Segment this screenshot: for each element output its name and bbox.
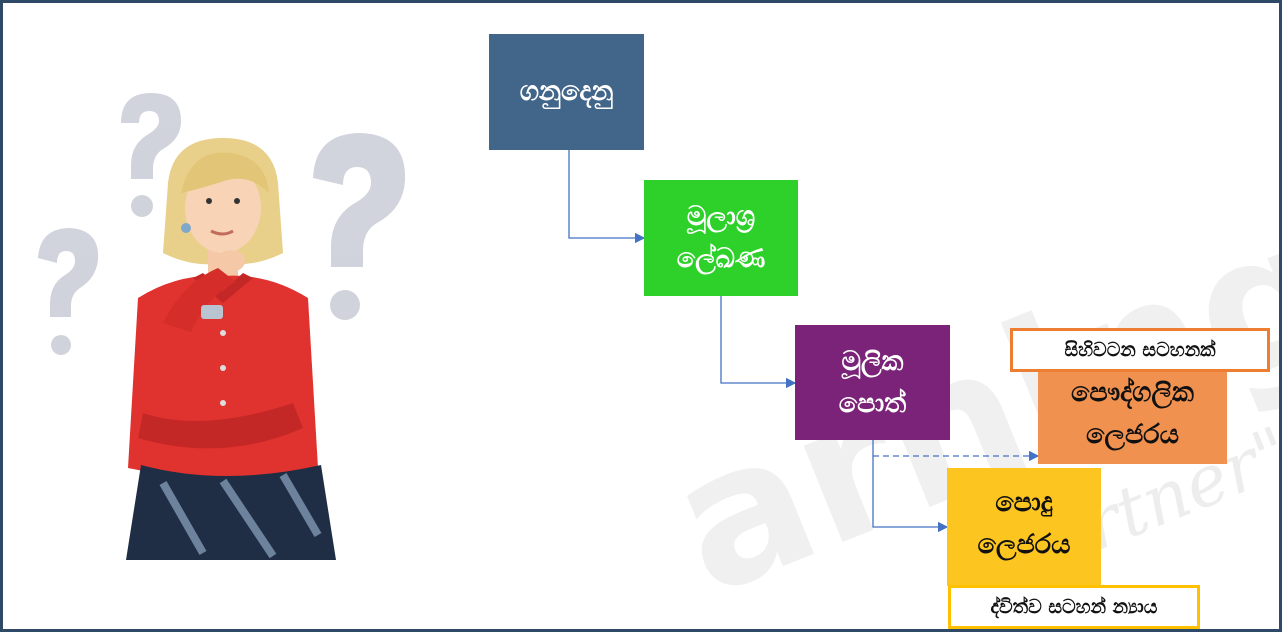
connector-documents-to-source (568, 150, 646, 244)
box-source-documents-line2: ලේඛණ (676, 243, 766, 274)
flow-connectors (568, 150, 1040, 533)
box-transactions: ගනුදෙනු (489, 34, 644, 150)
box-prime-books-line1: මූලික (841, 345, 904, 377)
box-general-ledger-line2: ලෙජරය (977, 529, 1071, 560)
box-general-ledger: පොදු ලෙජරය (947, 468, 1101, 586)
box-general-ledger-line1: පොදු (995, 487, 1053, 519)
note-double-entry: ද්විත්ව සටහන් න්‍යාය (948, 585, 1200, 629)
box-prime-books-line2: පොත් (838, 387, 907, 419)
box-personal-ledger-line1: පෞද්ගලික (1071, 376, 1194, 408)
question-mark-icon (313, 133, 406, 320)
question-mark-icon (121, 93, 181, 217)
box-source-documents: මූලාශ්‍ර ලේඛණ (644, 180, 798, 296)
question-mark-icon (38, 228, 99, 355)
connector-source-to-prime (720, 296, 797, 389)
box-prime-books: මූලික පොත් (795, 325, 950, 440)
box-personal-ledger-line2: ලෙජරය (1086, 418, 1179, 450)
note-double-entry-label: ද්විත්ව සටහන් න්‍යාය (990, 596, 1158, 618)
box-transactions-label: ගනුදෙනු (519, 76, 614, 108)
connector-prime-to-general-ledger (872, 440, 949, 533)
note-memorandum: සිහිවටන සටහනක් (1010, 328, 1270, 372)
box-source-documents-line1: මූලාශ්‍ර (686, 201, 756, 233)
note-memorandum-label: සිහිවටන සටහනක් (1064, 339, 1216, 361)
thinking-woman-illustration (38, 93, 406, 560)
